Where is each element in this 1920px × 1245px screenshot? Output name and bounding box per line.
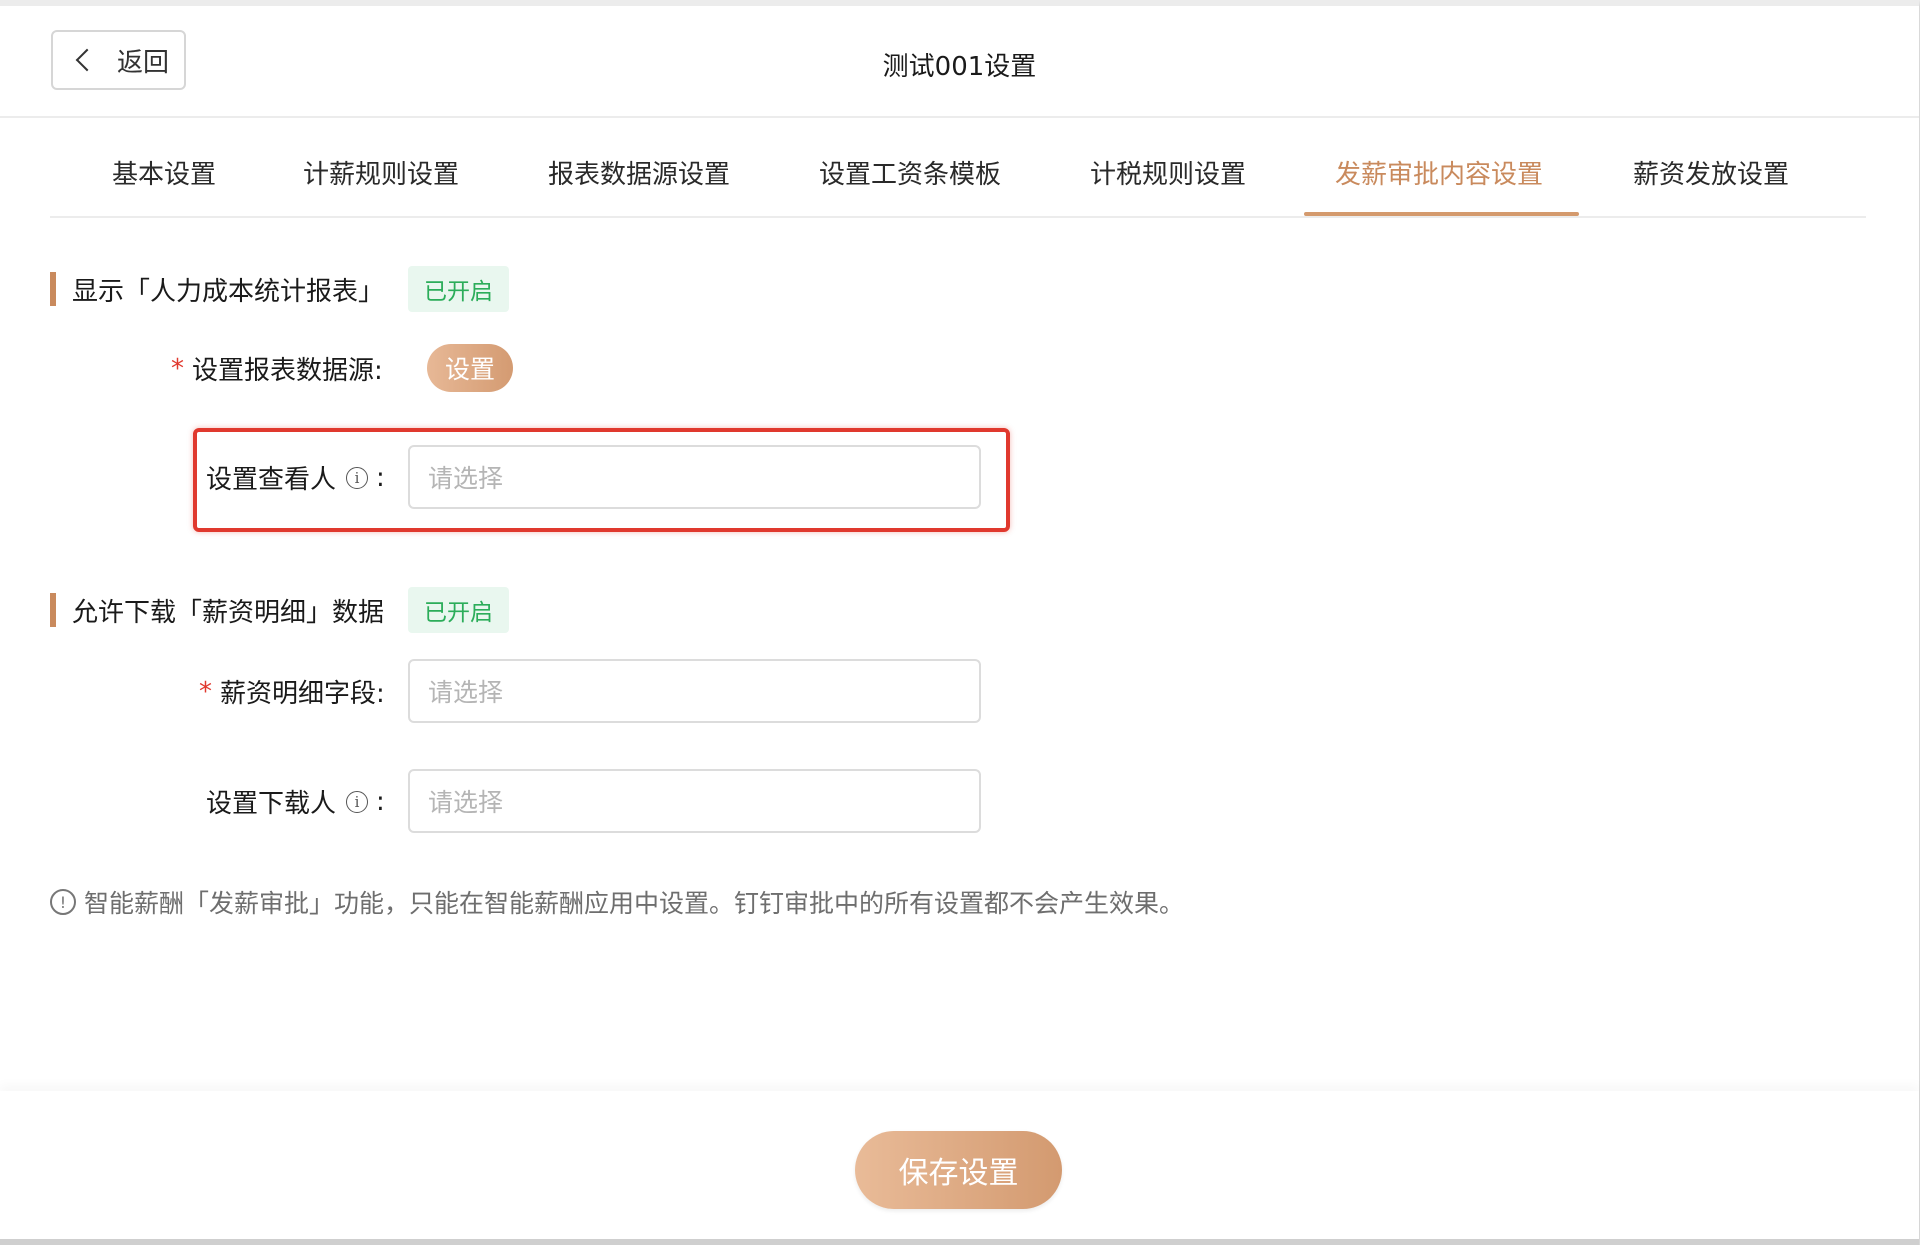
section-accent-bar: [50, 272, 56, 306]
page-title: 测试001设置: [882, 52, 1037, 82]
required-asterisk: *: [199, 676, 212, 707]
report-datasource-label: * 设置报表数据源:: [171, 350, 383, 387]
viewer-select[interactable]: 请选择: [408, 445, 981, 509]
tab-payment-settings[interactable]: 薪资发放设置: [1633, 160, 1790, 190]
back-button-label: 返回: [117, 47, 170, 78]
section-accent-bar: [50, 593, 56, 627]
viewer-label: 设置查看人 i :: [206, 459, 385, 496]
salary-fields-select[interactable]: 请选择: [408, 659, 981, 723]
salary-fields-label: * 薪资明细字段:: [199, 673, 385, 710]
tab-report-datasource[interactable]: 报表数据源设置: [548, 160, 731, 190]
bottom-divider: [0, 1239, 1919, 1245]
set-datasource-button[interactable]: 设置: [427, 344, 513, 392]
info-icon[interactable]: i: [346, 790, 369, 813]
save-settings-button[interactable]: 保存设置: [855, 1131, 1062, 1209]
page-footer: 保存设置: [0, 1091, 1919, 1245]
info-icon[interactable]: i: [346, 466, 369, 489]
section-download-title: 允许下载「薪资明细」数据 已开启: [50, 587, 510, 633]
salary-fields-label-text: 薪资明细字段:: [220, 679, 385, 709]
section-title-text: 允许下载「薪资明细」数据: [72, 597, 385, 628]
tab-payslip-template[interactable]: 设置工资条模板: [819, 160, 1002, 190]
status-badge: 已开启: [408, 587, 510, 633]
label-colon: :: [376, 786, 385, 817]
alert-circle-icon: !: [50, 889, 76, 915]
required-asterisk: *: [171, 353, 184, 384]
highlight-annotation: [193, 428, 1010, 532]
tab-basic[interactable]: 基本设置: [112, 160, 217, 190]
tab-pay-rules[interactable]: 计薪规则设置: [303, 160, 460, 190]
tab-payroll-approval[interactable]: 发薪审批内容设置: [1335, 160, 1544, 190]
report-datasource-label-text: 设置报表数据源:: [192, 356, 383, 386]
downloader-select[interactable]: 请选择: [408, 769, 981, 833]
notice-message: 智能薪酬「发薪审批」功能，只能在智能薪酬应用中设置。钉钉审批中的所有设置都不会产…: [84, 889, 1185, 918]
page-header: 返回 测试001设置: [0, 6, 1919, 118]
label-colon: :: [376, 462, 385, 493]
viewer-label-text: 设置查看人: [206, 465, 337, 495]
section-cost-report-title: 显示「人力成本统计报表」 已开启: [50, 266, 510, 312]
settings-tabs: 基本设置 计薪规则设置 报表数据源设置 设置工资条模板 计税规则设置 发薪审批内…: [50, 116, 1866, 218]
tab-tax-rules[interactable]: 计税规则设置: [1090, 160, 1247, 190]
downloader-label: 设置下载人 i :: [206, 783, 385, 820]
status-badge: 已开启: [408, 266, 510, 312]
active-tab-underline: [1304, 212, 1579, 216]
section-title-text: 显示「人力成本统计报表」: [72, 276, 385, 307]
notice-text: ! 智能薪酬「发薪审批」功能，只能在智能薪酬应用中设置。钉钉审批中的所有设置都不…: [50, 884, 1184, 920]
downloader-label-text: 设置下载人: [206, 789, 337, 819]
back-button[interactable]: 返回: [51, 30, 186, 90]
